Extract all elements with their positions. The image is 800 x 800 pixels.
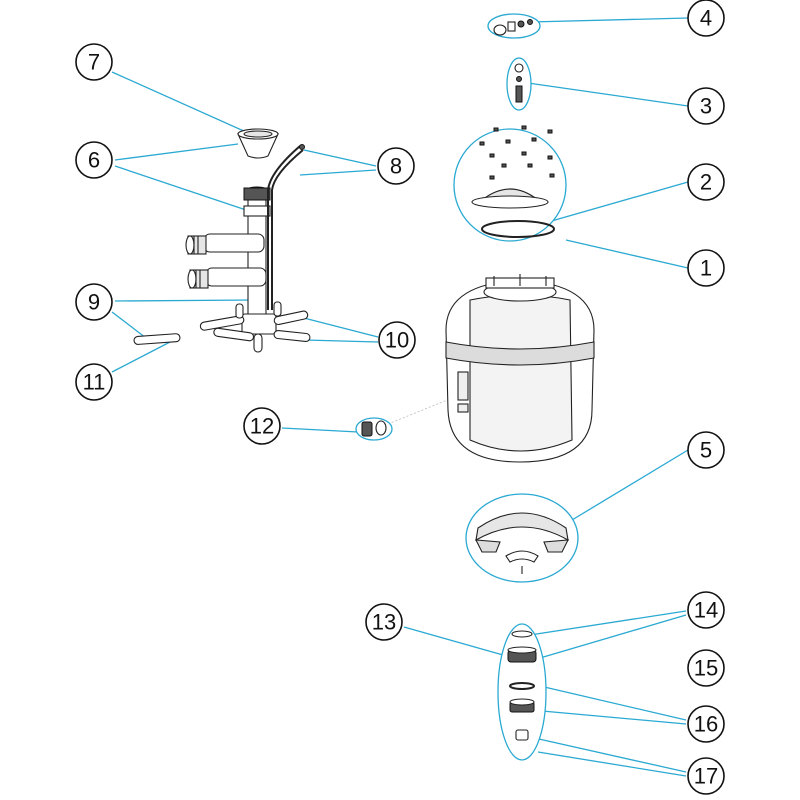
callout-2: 2 [687,163,725,201]
part-5-tank-base-detail [465,493,579,583]
filter-tank [445,274,595,463]
leader-13 [403,626,504,656]
leader-10b [304,339,379,343]
svg-text:5: 5 [700,438,712,463]
leader-3 [527,82,689,107]
leader-14b [539,614,687,659]
leader-7 [111,71,247,133]
svg-text:10: 10 [385,328,409,353]
callout-3: 3 [687,87,725,125]
callout-12: 12 [243,407,281,445]
svg-text:8: 8 [390,154,402,179]
part-10-laterals [199,301,311,353]
svg-text:2: 2 [700,170,712,195]
leader-4 [529,17,689,23]
leader-6b [114,165,253,213]
part-13-valve-kit-detail [497,623,547,761]
callout-1: 1 [687,249,725,287]
leader-6a [114,143,239,161]
callout-16: 16 [687,705,725,743]
svg-text:16: 16 [694,712,718,737]
leader-12 [281,427,359,433]
part-7-loading-funnel [237,128,279,159]
svg-text:3: 3 [700,94,712,119]
o-ring-gasket [481,220,555,238]
lower-elbow [205,267,267,287]
leader-10a [299,316,379,338]
lid-flange [471,195,549,209]
leader-11 [111,341,171,373]
callout-9: 9 [75,283,113,321]
part-3-pressure-gauge-detail [506,57,532,111]
callout-10: 10 [378,321,416,359]
callout-5: 5 [687,431,725,469]
callout-8: 8 [377,147,415,185]
svg-text:7: 7 [88,50,100,75]
svg-text:4: 4 [700,6,712,31]
part-11-spare-lateral [133,333,181,345]
callout-17: 17 [687,757,725,795]
callout-14: 14 [687,591,725,629]
callout-4: 4 [687,0,725,37]
screw-set [479,125,555,180]
part-6-9-internal-collector [185,186,271,327]
part-1-lid-assembly-detail [453,125,567,242]
leader-5 [571,449,689,521]
callout-6: 6 [75,141,113,179]
leader-lines [111,17,689,777]
leader-1 [565,239,689,269]
leader-8a [303,149,377,167]
assembly-guide-line [387,393,463,425]
svg-text:13: 13 [372,610,396,635]
svg-text:9: 9 [88,290,100,315]
leader-16b [541,710,687,725]
upper-elbow [203,233,265,253]
leader-8b [299,169,377,176]
leader-14a [529,610,687,636]
part-12-union-connector-detail [355,417,393,441]
svg-text:14: 14 [694,598,718,623]
part-8-air-release-tube [267,144,305,310]
part-4-drain-plug-detail [487,13,541,39]
leader-17b [537,751,687,777]
callout-11: 11 [75,363,113,401]
svg-text:15: 15 [694,656,718,681]
leader-9a [114,299,256,302]
leader-9b [111,311,147,339]
leader-16a [539,685,687,721]
svg-text:11: 11 [83,370,106,395]
svg-text:17: 17 [694,764,718,789]
svg-text:6: 6 [88,148,100,173]
callout-13: 13 [365,603,403,641]
leader-17a [529,736,687,773]
callout-7: 7 [75,43,113,81]
callout-15: 15 [687,649,725,687]
svg-text:12: 12 [250,414,274,439]
svg-text:1: 1 [700,256,712,281]
leader-2 [547,181,689,223]
